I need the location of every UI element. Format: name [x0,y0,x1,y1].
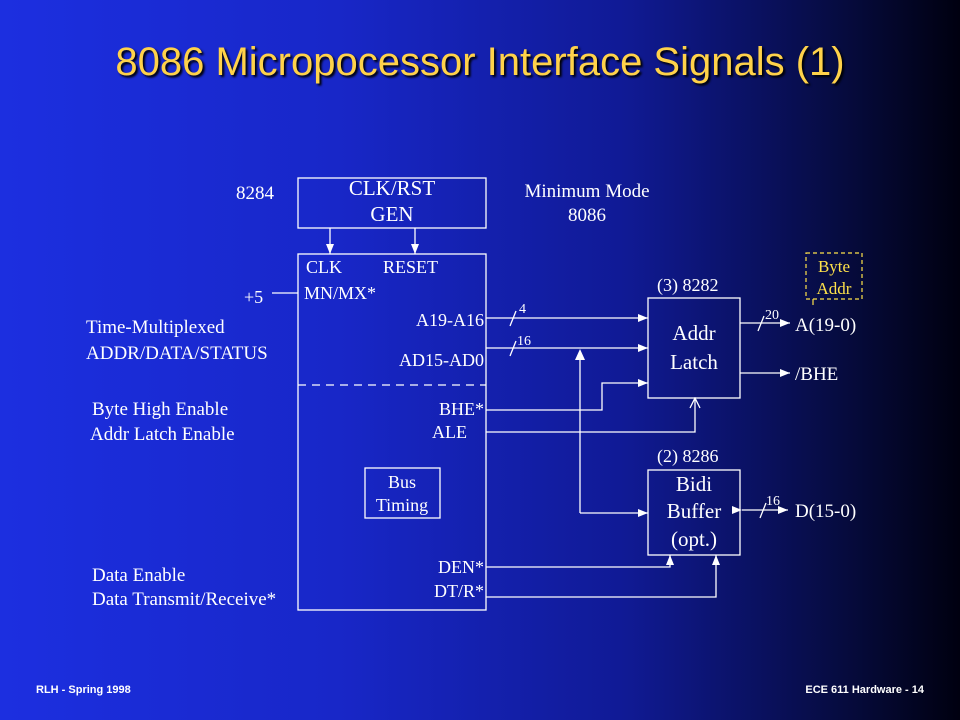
addr-out-bus-slash [757,315,765,332]
byte-addr-line1: Byte [818,257,850,276]
bus-width-addr-out: 20 [765,308,779,323]
left-label-ale: Addr Latch Enable [90,424,235,445]
clk-rst-gen-box [297,177,487,229]
cpu-pin-dtr: DT/R* [434,581,484,601]
left-label-tm2: ADDR/DATA/STATUS [86,343,268,364]
cpu-pin-bhe: BHE* [439,399,484,419]
output-bhe: /BHE [795,364,838,385]
data-bus-slash [759,502,767,519]
output-data: D(15-0) [795,501,856,522]
output-addr: A(19-0) [795,315,856,336]
cpu-pin-den: DEN* [438,557,484,577]
dtr-line [486,555,720,598]
clock-chip-part: 8284 [236,183,275,204]
left-label-tm1: Time-Multiplexed [86,317,225,338]
bus-width-data: 16 [766,494,780,509]
ale-line [486,398,695,433]
bus-width-ad15: 16 [517,334,531,349]
slide-title: 8086 Micropocessor Interface Signals (1) [115,40,845,84]
cpu-pin-mnmx: MN/MX* [304,283,376,303]
left-label-den: Data Enable [92,565,185,586]
cpu-pin-ad15: AD15-AD0 [399,350,484,370]
bhe-line [486,379,648,411]
footer-left: RLH - Spring 1998 [36,684,131,696]
latch-line2: Latch [670,350,718,374]
clk-rst-gen-line2: GEN [370,202,413,226]
ad-bus-up-arrow [575,349,585,360]
bus-timing-line2: Timing [376,495,428,515]
left-label-bhe: Byte High Enable [92,399,228,420]
mode-line1: Minimum Mode [524,181,649,202]
bus-timing-box [364,467,441,519]
plus5-label: +5 [244,287,263,307]
buffer-line2: Buffer [667,499,721,523]
latch-line1: Addr [672,321,715,345]
cpu-pin-a19: A19-A16 [416,310,484,330]
addr-latch-box [647,297,741,399]
den-line [486,555,674,568]
mode-line2: 8086 [568,205,606,226]
buffer-line1: Bidi [676,472,712,496]
a19-bus-slash [509,310,517,327]
cpu-pin-reset: RESET [383,257,438,277]
buffer-line3: (opt.) [671,527,717,551]
bus-width-a19: 4 [519,302,526,317]
bus-timing-line1: Bus [388,472,416,492]
latch-part: (3) 8282 [657,275,719,296]
footer-right: ECE 611 Hardware - 14 [805,684,924,696]
ad15-bus-slash [509,340,517,357]
cpu-pin-ale: ALE [432,422,467,442]
buffer-part: (2) 8286 [657,446,719,467]
byte-addr-line2: Addr [817,279,852,298]
byte-addr-box [805,252,863,300]
cpu-pin-clk: CLK [306,257,342,277]
left-label-dtr: Data Transmit/Receive* [92,589,276,610]
clk-rst-gen-line1: CLK/RST [349,176,436,200]
